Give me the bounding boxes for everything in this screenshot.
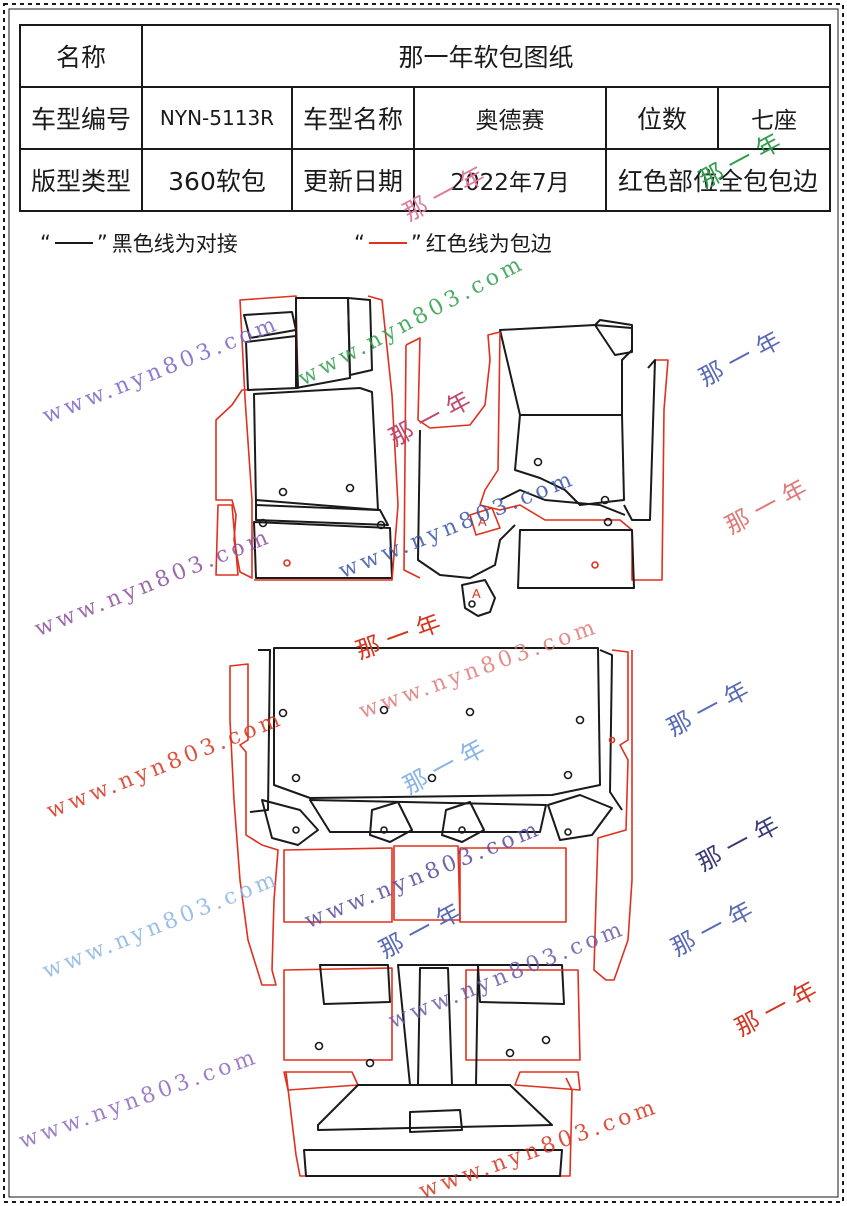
model-name-value: 奥德赛 <box>413 86 607 150</box>
seats-label: 位数 <box>605 86 719 150</box>
driver-mat <box>215 295 399 581</box>
rear-floor-mat <box>229 647 633 986</box>
legend-black-text: 黑色线为对接 <box>111 232 238 256</box>
black-line-swatch <box>54 242 93 244</box>
quote-close: ” <box>410 231 422 255</box>
pattern-type-label: 版型类型 <box>19 148 143 212</box>
quote-open: “ <box>354 231 365 255</box>
legend-red-text: 红色线为包边 <box>425 232 552 256</box>
note-value: 红色部位全包包边 <box>604 148 832 212</box>
spec-table: 名称 那一年软包图纸 车型编号 NYN-5113R 车型名称 奥德赛 位数 七座… <box>19 24 832 212</box>
model-name-label: 车型名称 <box>291 86 415 150</box>
quote-open: “ <box>40 231 51 255</box>
seats-value: 七座 <box>716 86 832 150</box>
name-label: 名称 <box>19 24 143 88</box>
model-code-value: NYN-5113R <box>141 86 293 150</box>
pattern-type-value: 360软包 <box>141 148 293 212</box>
passenger-mat <box>479 319 669 589</box>
marker-a-top: A <box>478 514 487 529</box>
legend-red: “ ” 红色线为包边 <box>354 228 552 258</box>
third-row-mat <box>283 964 581 1177</box>
name-value: 那一年软包图纸 <box>140 24 832 88</box>
red-line-swatch <box>368 242 407 244</box>
quote-close: ” <box>96 231 108 255</box>
update-value: 2022年7月 <box>413 148 607 212</box>
legend-black: “ ” 黑色线为对接 <box>40 228 238 258</box>
update-label: 更新日期 <box>291 148 415 212</box>
marker-a-bottom: A <box>472 586 481 601</box>
model-code-label: 车型编号 <box>19 86 143 150</box>
